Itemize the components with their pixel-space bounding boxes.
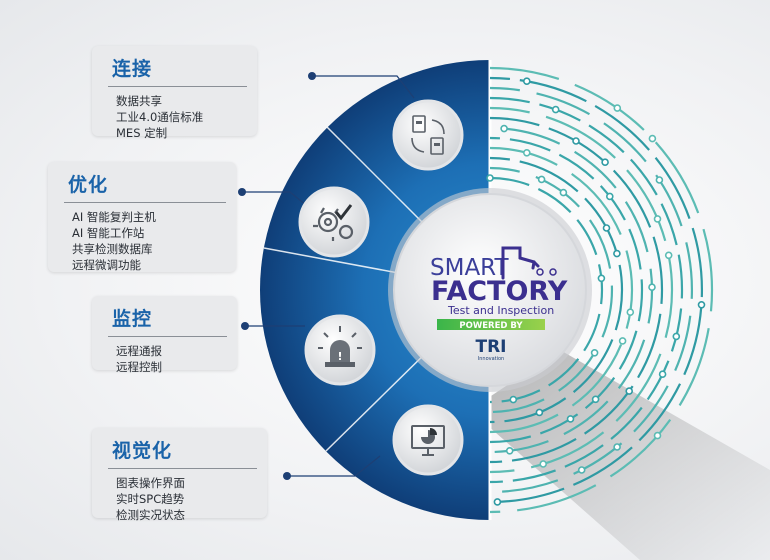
robot-arm-joint [536,268,544,276]
circuit-node [559,188,568,197]
circuit-node [613,443,621,451]
logo-subtitle: Test and Inspection [447,304,554,317]
category-items: 数据共享 工业4.0通信标准 MES 定制 [92,93,257,141]
category-items: AI 智能复判主机 AI 智能工作站 共享检测数据库 远程微调功能 [48,209,236,273]
circuit-node [509,395,518,404]
circuit-node [572,137,580,145]
circuit-node [648,134,657,143]
category-item: AI 智能工作站 [72,226,145,240]
circuit-node [597,274,606,283]
drop-shadow [470,350,770,560]
category-divider [108,336,227,337]
category-title: 视觉化 [112,440,173,462]
circuit-node [577,466,586,474]
circuit-rings [486,66,714,514]
circuit-node [591,395,600,404]
circuit-node [505,446,514,455]
circuit-ring [489,156,624,424]
category-divider [64,202,226,203]
logo-line2: FACTORY [431,276,568,307]
circuit-ring [489,96,684,484]
category-title: 优化 [68,174,109,196]
brand-subtitle: Innovation [478,356,504,362]
category-item: 实时SPC趋势 [116,492,185,506]
circuit-node [626,308,635,317]
circuit-ring [489,176,604,404]
circuit-node [590,348,599,357]
category-card-visualize: 视觉化 图表操作界面 实时SPC趋势 检测实况状态 [92,428,267,522]
circuit-node [551,105,560,114]
circuit-node [648,283,656,292]
brand-logo: TRI [475,337,506,357]
category-items: 远程通报 远程控制 [92,343,237,375]
circuit-node [672,332,681,341]
category-item: 检测实况状态 [116,508,185,522]
circuit-node [613,104,622,112]
circuit-node [653,215,662,223]
circuit-ring [489,166,614,414]
circuit-node [601,158,609,166]
monitor-chart-icon [392,404,464,476]
circuit-node [653,431,662,440]
circuit-node [655,176,664,184]
circuit-ring [489,106,674,474]
circuit-node [486,174,494,182]
smart-factory-logo: SMART FACTORY Test and Inspection POWERE… [430,246,568,362]
alarm-beacon-icon: ! [304,314,376,386]
robot-arm-joint [549,268,557,276]
circuit-node [602,224,611,232]
circuit-node [493,498,502,506]
circuit-node [535,408,544,417]
circuit-ring [489,76,704,504]
circuit-node [618,337,627,345]
category-card-connect: 连接 数据共享 工业4.0通信标准 MES 定制 [92,46,257,140]
circuit-ring [489,136,644,444]
circuit-node [522,149,531,157]
category-item: 工业4.0通信标准 [116,110,204,124]
circuit-ring [489,146,634,434]
circuit-node [522,77,531,85]
gear-check-icon [298,186,370,258]
circuit-node [697,300,706,309]
devices-sync-icon [392,99,464,171]
circuit-node [613,249,621,258]
circuit-node [625,387,634,395]
category-item: 图表操作界面 [116,476,185,490]
category-divider [108,468,257,469]
circuit-node [658,370,667,379]
category-card-optimize: 优化 AI 智能复判主机 AI 智能工作站 共享检测数据库 远程微调功能 [48,162,236,272]
category-title: 连接 [112,58,153,80]
category-item: MES 定制 [116,126,168,140]
robot-arm-icon [501,246,540,280]
category-divider [108,86,247,87]
category-item: AI 智能复判主机 [72,210,156,224]
connector-dots [238,72,316,480]
circuit-node [566,415,575,423]
powered-by-text: POWERED BY [459,321,523,331]
category-item: 数据共享 [116,94,162,108]
center-circle [393,193,587,387]
category-items: 图表操作界面 实时SPC趋势 检测实况状态 [92,475,267,523]
circuit-node [500,124,508,133]
category-item: 共享检测数据库 [72,242,153,256]
circuit-node [664,251,673,260]
logo-line1: SMART [430,255,509,281]
powered-by-bar [437,319,545,330]
circuit-node [539,460,548,468]
category-title: 监控 [112,308,153,330]
circuit-ring [489,66,714,514]
category-item: 远程控制 [116,360,162,374]
circuit-node [605,192,614,201]
connector-lines [242,75,415,477]
category-item: 远程通报 [116,344,162,358]
category-card-monitor: 监控 远程通报 远程控制 [92,296,237,374]
category-item: 远程微调功能 [72,258,141,272]
circuit-ring [489,116,664,464]
circuit-node [537,175,546,184]
svg-text:!: ! [337,350,342,363]
